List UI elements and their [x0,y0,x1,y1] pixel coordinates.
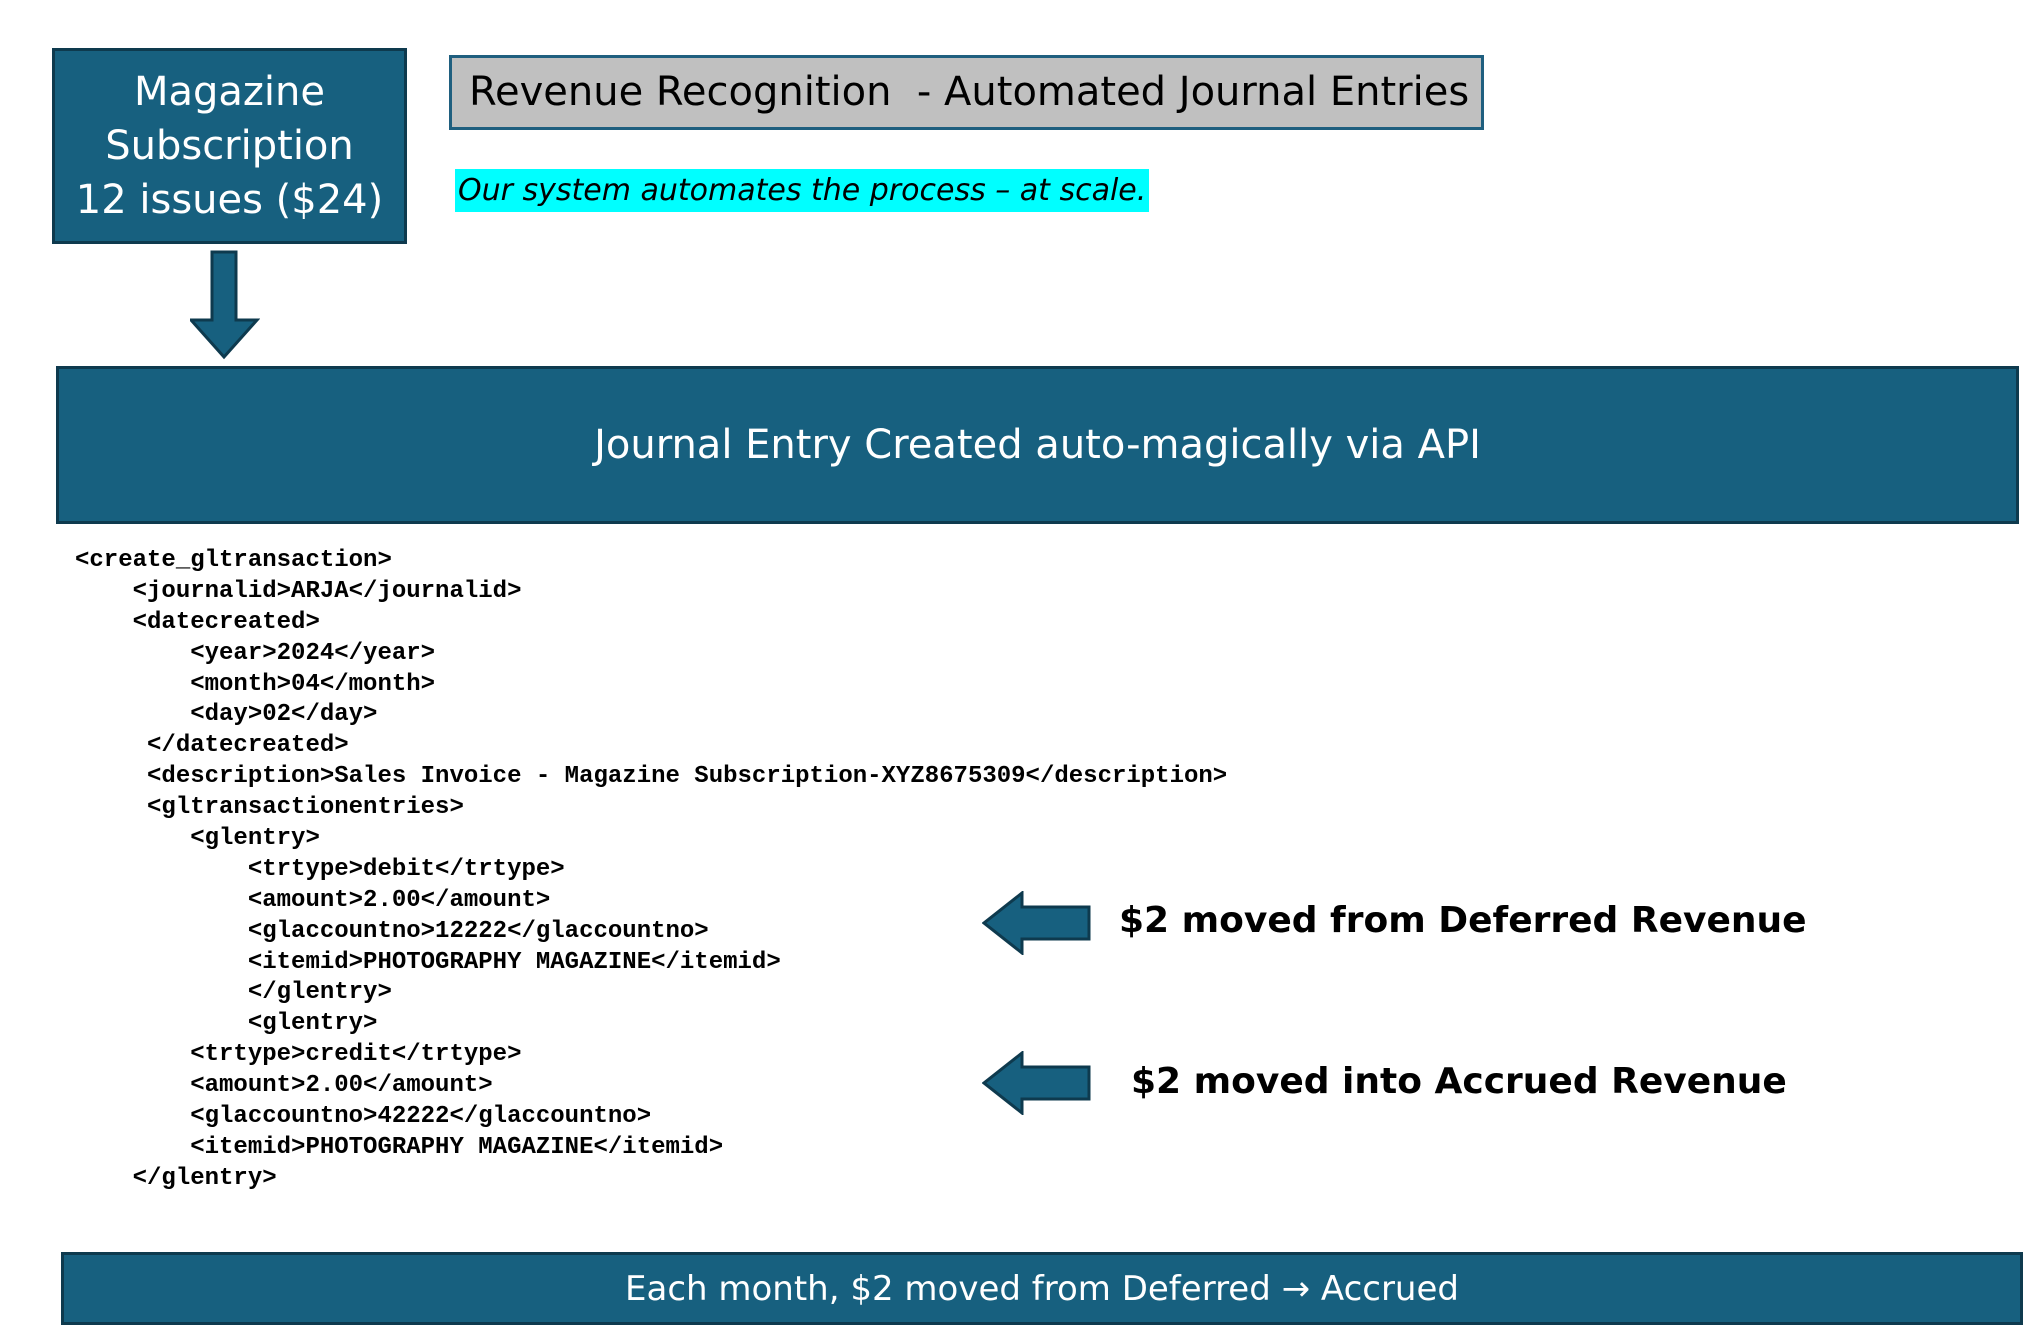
footer-text: Each month, $2 moved from Deferred → Acc… [625,1268,1459,1309]
api-banner: Journal Entry Created auto-magically via… [56,366,2019,524]
code-line: <glentry> [75,1010,378,1038]
subscription-box: Magazine Subscription 12 issues ($24) [52,48,407,244]
api-banner-text: Journal Entry Created auto-magically via… [594,422,1481,468]
code-line: <create_gltransaction> [75,547,392,574]
code-line: <datecreated> [75,608,320,636]
debit-annotation: $2 moved from Deferred Revenue [1119,900,1807,941]
code-line: <journalid>ARJA</journalid> [75,577,522,605]
code-line: <itemid>PHOTOGRAPHY MAGAZINE</itemid> [75,948,781,976]
left-arrow-icon [982,1051,1091,1115]
code-line: <month>04</month> [75,670,436,698]
xml-code-block: <create_gltransaction> <journalid>ARJA</… [75,546,1227,1195]
page-title: Revenue Recognition - Automated Journal … [449,55,1484,130]
code-line: <amount>2.00</amount> [75,1072,493,1100]
code-line: <trtype>credit</trtype> [75,1041,522,1069]
subscription-line: 12 issues ($24) [75,177,384,223]
left-arrow-icon [982,891,1091,955]
code-line: </glentry> [75,1164,277,1192]
code-line: </glentry> [75,979,392,1007]
code-line: <day>02</day> [75,701,378,729]
code-line: <glaccountno>42222</glaccountno> [75,1103,652,1131]
code-line: <glaccountno>12222</glaccountno> [75,917,709,945]
code-line: <trtype>debit</trtype> [75,855,565,883]
credit-annotation: $2 moved into Accrued Revenue [1131,1061,1787,1102]
code-line: <amount>2.00</amount> [75,886,551,914]
code-line: <glentry> [75,825,320,853]
code-line: <gltransactionentries> [75,794,464,822]
tagline: Our system automates the process – at sc… [455,169,1150,212]
subscription-line: Magazine [134,69,325,115]
code-line: <itemid>PHOTOGRAPHY MAGAZINE</itemid> [75,1133,724,1161]
subscription-line: Subscription [105,123,354,169]
code-line: <year>2024</year> [75,639,436,667]
code-line: </datecreated> [75,732,349,760]
down-arrow-icon [190,250,260,360]
code-line: <description>Sales Invoice - Magazine Su… [75,763,1228,791]
footer-banner: Each month, $2 moved from Deferred → Acc… [61,1252,2023,1325]
